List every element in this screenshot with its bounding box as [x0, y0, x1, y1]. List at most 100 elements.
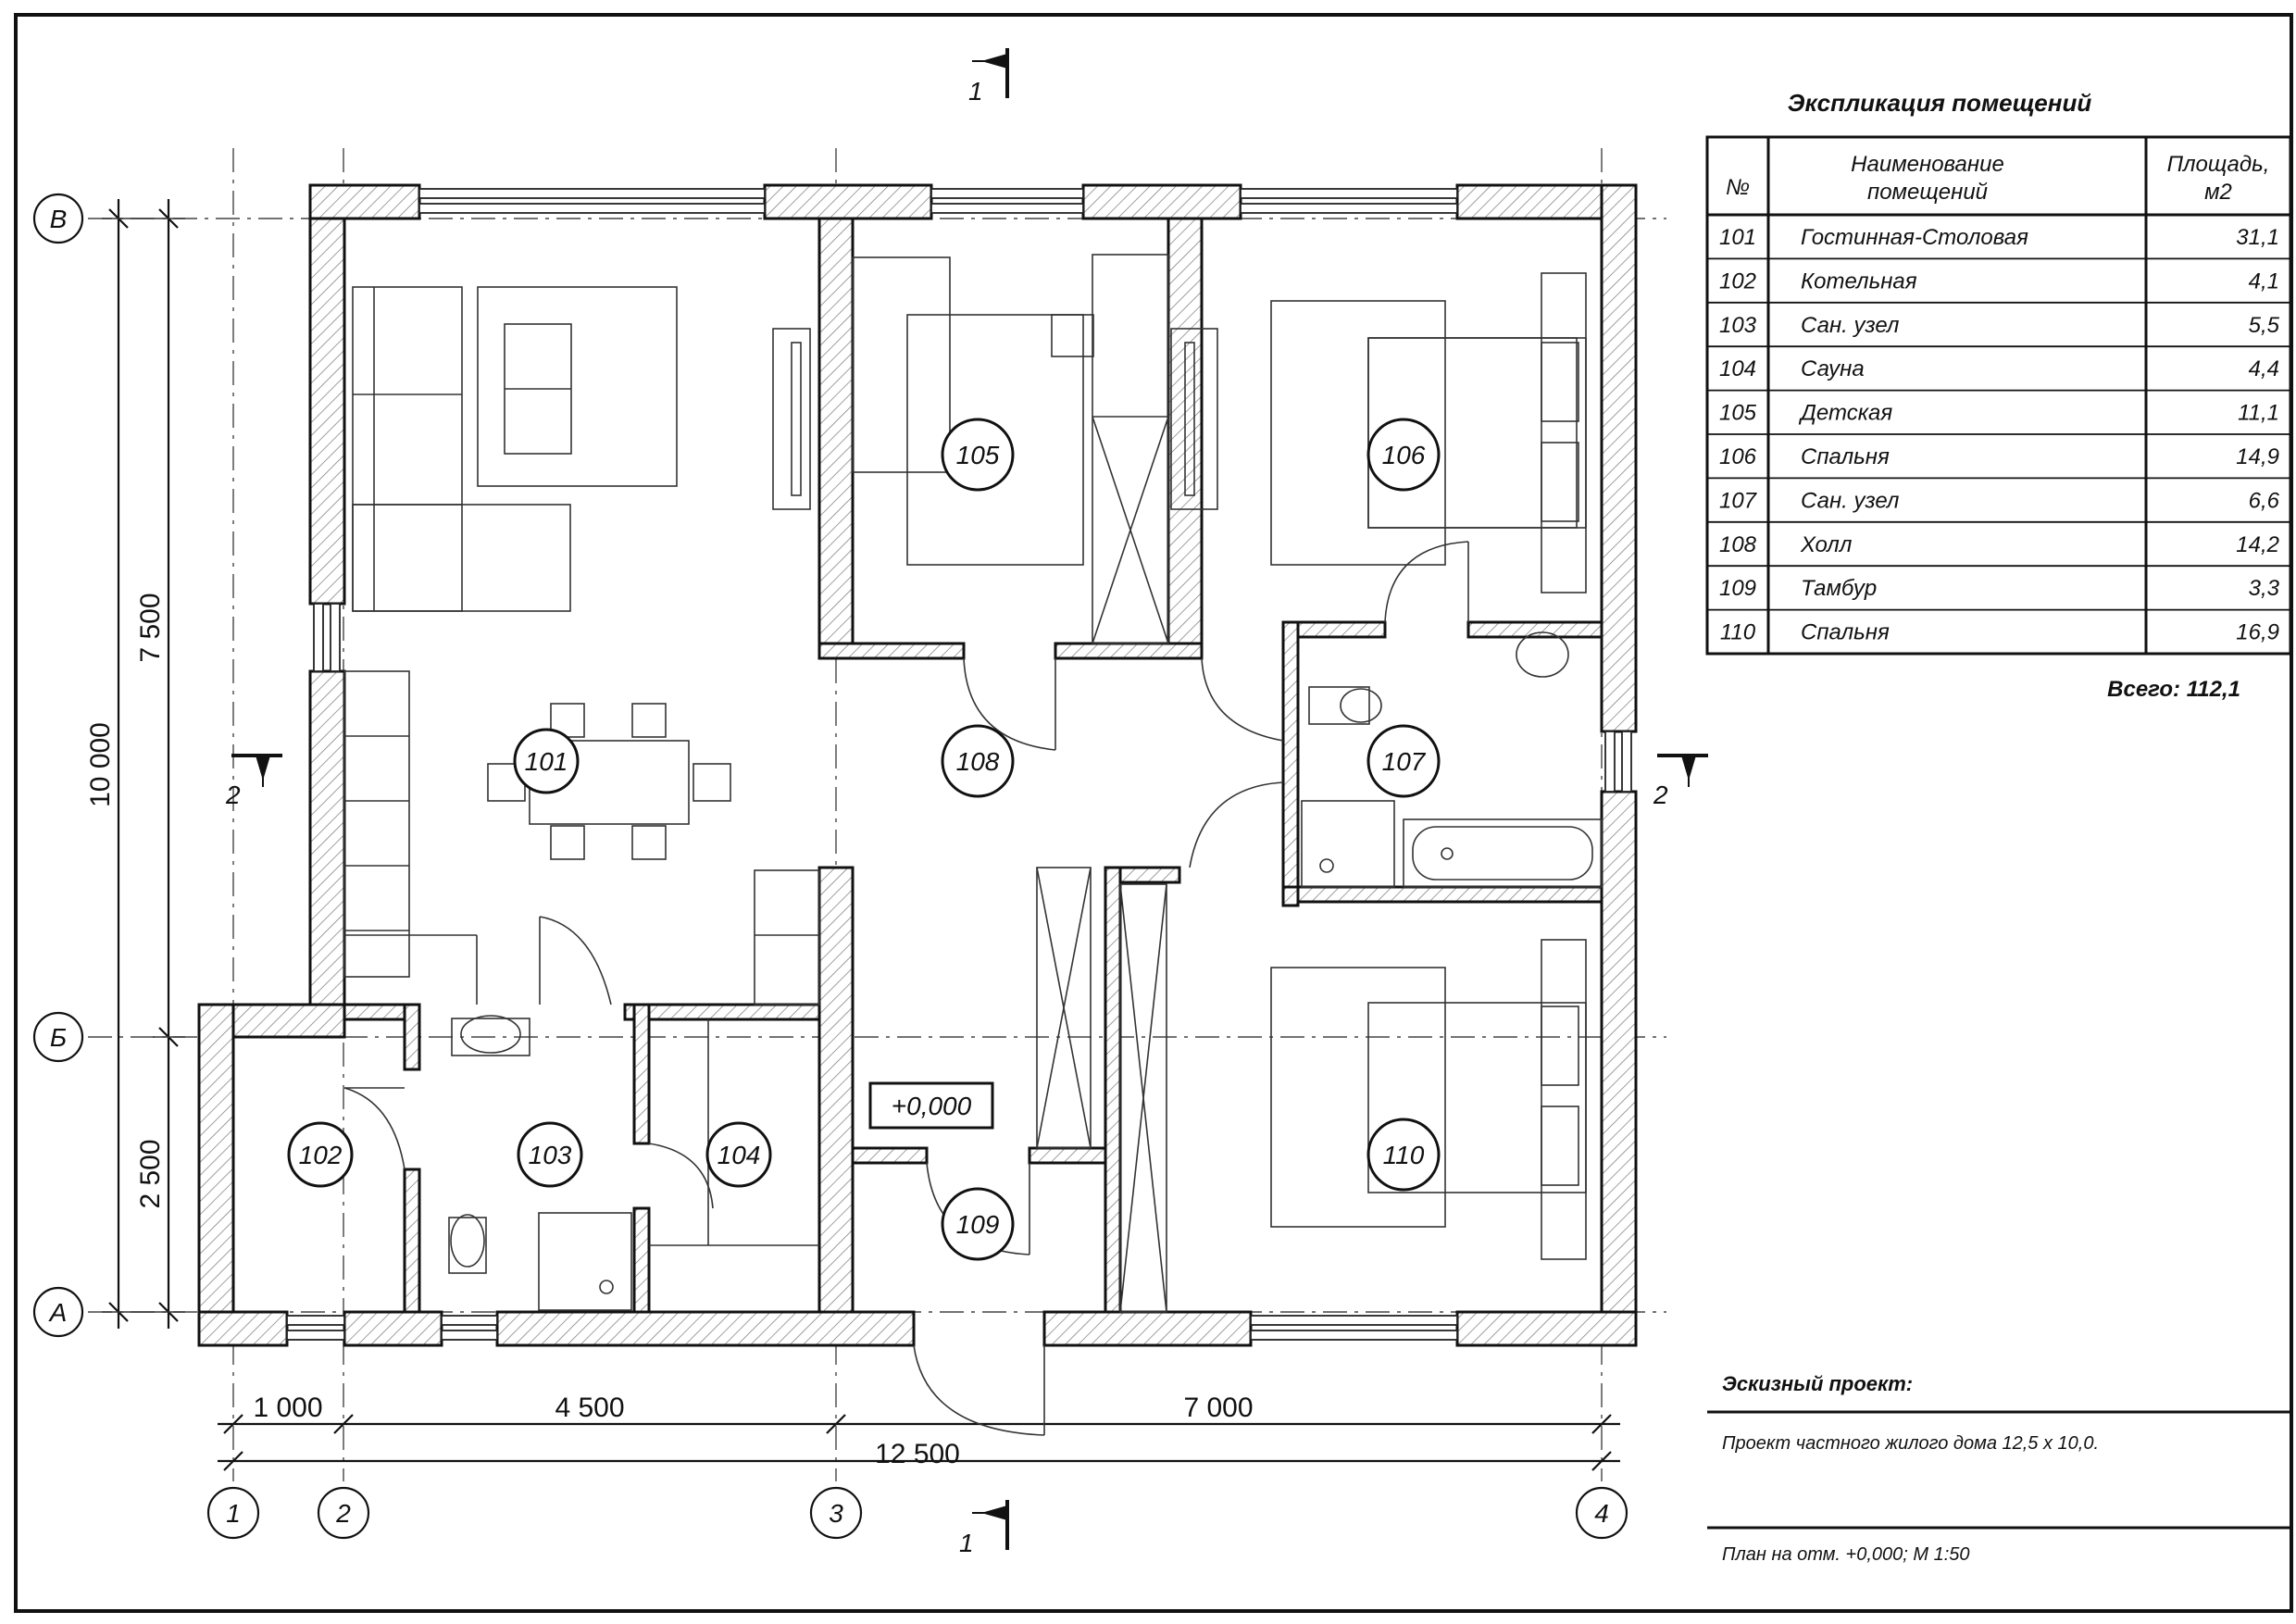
cell-number: 102: [1719, 269, 1756, 294]
section-mark-2-left: 2: [225, 754, 282, 809]
level-mark: +0,000: [868, 1081, 994, 1130]
section-label: 1: [959, 1529, 974, 1557]
room-number: 104: [718, 1141, 761, 1169]
cell-number: 101: [1719, 225, 1756, 250]
cell-area: 6,6: [2249, 488, 2280, 513]
table-row: 104 Сауна 4,4: [1719, 356, 2279, 381]
cell-name: Гостинная-Столовая: [1801, 225, 2028, 250]
dim-width-3: 7 000: [1183, 1393, 1253, 1423]
room-number: 109: [956, 1210, 1000, 1239]
cell-area: 31,1: [2236, 225, 2279, 250]
header-area-line1: Площадь,: [2167, 152, 2270, 177]
cell-number: 107: [1719, 488, 1758, 513]
cell-number: 104: [1719, 356, 1756, 381]
axis-number-4: 4: [1575, 1486, 1628, 1540]
cell-area: 4,4: [2249, 356, 2279, 381]
dim-width-1: 1 000: [253, 1393, 322, 1423]
horizontal-dimensions: 1 000 4 500 7 000 12 500: [218, 1393, 1620, 1471]
room-tag-102: 102: [287, 1121, 354, 1188]
level-mark-label: +0,000: [892, 1092, 972, 1120]
table-row: 109 Тамбур 3,3: [1719, 576, 2280, 601]
windows: [286, 188, 1632, 1341]
dim-total-width: 12 500: [875, 1439, 960, 1469]
section-mark-1-top: 1: [968, 48, 1009, 106]
axis-label: 4: [1594, 1499, 1609, 1528]
axis-number-1: 1: [206, 1486, 260, 1540]
section-mark-1-bottom: 1: [959, 1500, 1009, 1557]
table-row: 101 Гостинная-Столовая 31,1: [1719, 225, 2279, 250]
section-mark-2-right: 2: [1653, 754, 1708, 809]
title-block-sheet: План на отм. +0,000; М 1:50: [1722, 1544, 1970, 1565]
axis-label: 3: [829, 1499, 843, 1528]
dim-height-lower: 2 500: [135, 1139, 166, 1208]
axis-label: А: [48, 1298, 68, 1327]
room-tag-109: 109: [941, 1187, 1015, 1261]
walls: [197, 183, 1638, 1347]
header-area-line2: м2: [2204, 180, 2232, 205]
header-name-line1: Наименование: [1851, 152, 2004, 177]
cell-area: 4,1: [2249, 269, 2279, 294]
axis-letter-B: Б: [32, 1011, 84, 1063]
dim-height-upper: 7 500: [135, 593, 166, 662]
axis-label: 1: [226, 1499, 241, 1528]
section-label: 2: [225, 781, 241, 809]
sheet-frame: [14, 13, 2293, 1613]
room-tag-101: 101: [513, 728, 580, 794]
explication-table: Экспликация помещений № Наименование пом…: [1705, 89, 2292, 702]
table-row: 107 Сан. узел 6,6: [1719, 488, 2280, 513]
cell-name: Тамбур: [1801, 576, 1877, 601]
title-block-heading: Эскизный проект:: [1722, 1372, 1913, 1395]
axis-label: Б: [50, 1023, 67, 1052]
doors: [343, 541, 1469, 1436]
cell-name: Спальня: [1801, 444, 1890, 469]
cell-number: 103: [1719, 313, 1757, 338]
axis-letter-V: В: [32, 193, 84, 244]
cell-number: 109: [1719, 576, 1756, 601]
cell-name: Котельная: [1801, 269, 1917, 294]
title-block-project: Проект частного жилого дома 12,5 х 10,0.: [1722, 1433, 2099, 1454]
room-number: 106: [1382, 441, 1426, 469]
dim-total-height: 10 000: [85, 722, 116, 807]
room-number: 103: [529, 1141, 572, 1169]
cell-area: 5,5: [2249, 313, 2280, 338]
header-number: №: [1726, 175, 1750, 200]
cell-name: Сан. узел: [1801, 313, 1900, 338]
room-tag-108: 108: [941, 724, 1015, 798]
title-block: Эскизный проект: Проект частного жилого …: [1707, 1372, 2290, 1565]
axis-letter-A: А: [32, 1286, 84, 1338]
header-name-line2: помещений: [1867, 180, 1988, 205]
room-tag-105: 105: [941, 418, 1015, 492]
room-number: 101: [525, 747, 568, 776]
cell-area: 14,9: [2236, 444, 2279, 469]
table-title: Экспликация помещений: [1788, 89, 2092, 117]
table-row: 103 Сан. узел 5,5: [1719, 313, 2280, 338]
section-label: 2: [1653, 781, 1668, 809]
axis-label: 2: [335, 1499, 351, 1528]
section-label: 1: [968, 77, 983, 106]
axis-number-2: 2: [317, 1486, 370, 1540]
vertical-dimensions: 10 000 7 500 2 500: [85, 199, 185, 1329]
room-number: 110: [1383, 1141, 1425, 1169]
table-total: Всего: 112,1: [2107, 677, 2240, 702]
room-tag-106: 106: [1366, 418, 1441, 492]
room-number: 105: [956, 441, 1000, 469]
cell-name: Сан. узел: [1801, 488, 1900, 513]
cell-name: Спальня: [1801, 620, 1890, 645]
cell-name: Детская: [1798, 401, 1892, 426]
table-row: 102 Котельная 4,1: [1719, 269, 2279, 294]
cell-number: 110: [1720, 620, 1756, 645]
cell-number: 105: [1719, 401, 1757, 426]
room-number: 107: [1382, 747, 1427, 776]
room-tag-110: 110: [1366, 1118, 1441, 1192]
axis-label: В: [50, 205, 68, 233]
dim-width-2: 4 500: [555, 1393, 624, 1423]
room-tag-104: 104: [705, 1121, 772, 1188]
cell-name: Сауна: [1801, 356, 1865, 381]
room-number: 108: [956, 747, 1000, 776]
cell-area: 3,3: [2249, 576, 2280, 601]
